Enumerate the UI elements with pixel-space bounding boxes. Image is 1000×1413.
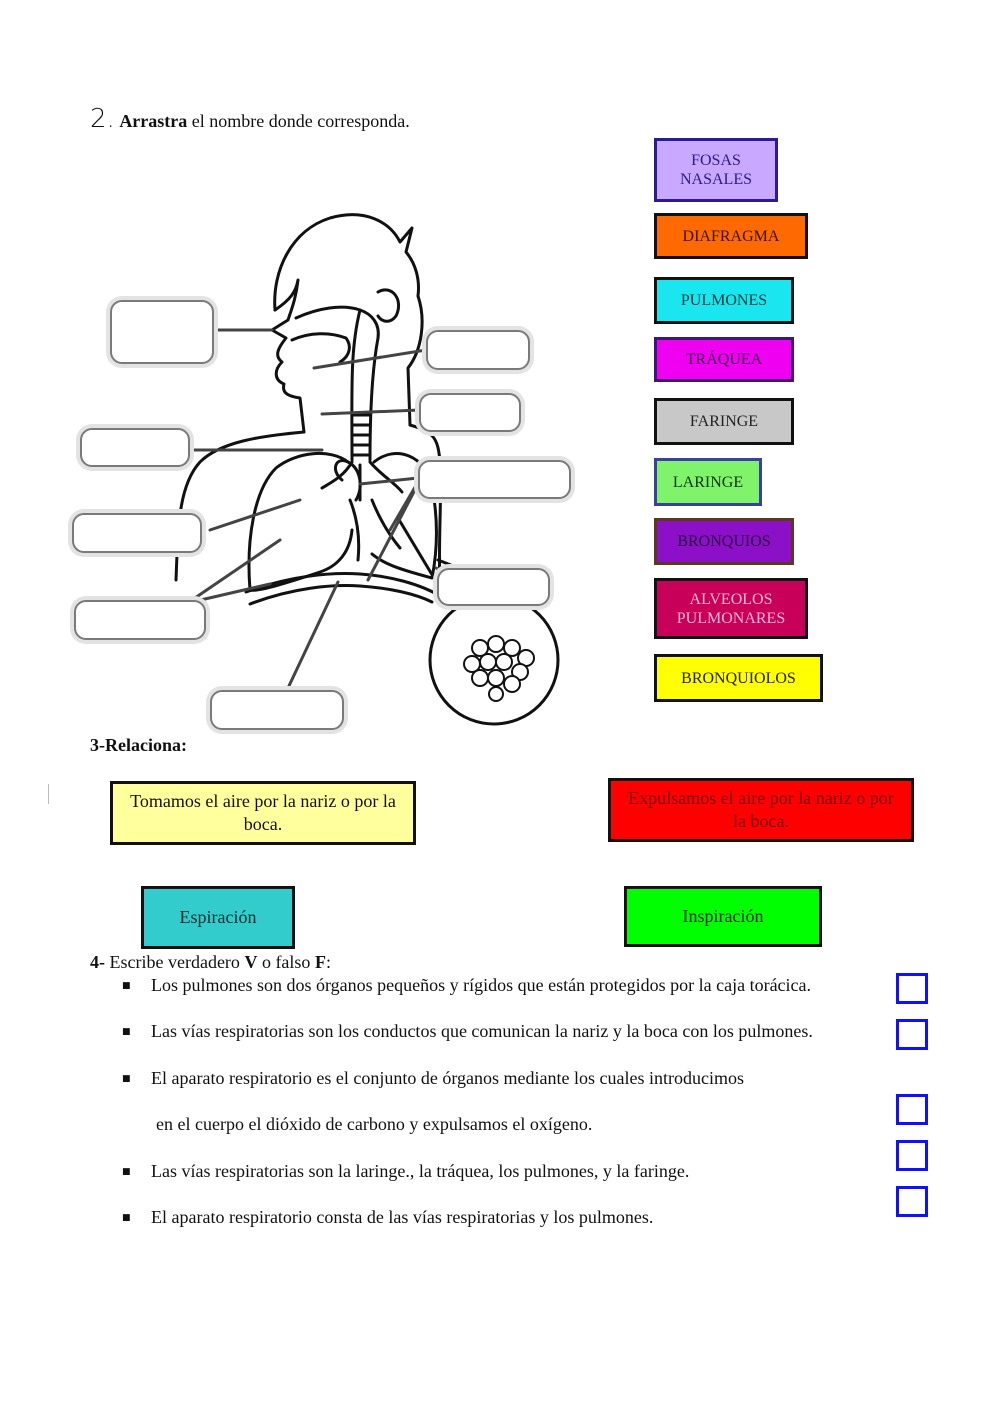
tile-bronquiolos[interactable]: BRONQUIOLOS — [654, 654, 823, 702]
heading-bold-word: Arrastra — [119, 111, 188, 131]
answer-box-1[interactable] — [896, 973, 928, 1004]
statement-text: Los pulmones son dos órganos pequeños y … — [151, 975, 812, 995]
bullet-icon: ■ — [122, 1026, 131, 1037]
statement-1: ■ Los pulmones son dos órganos pequeños … — [122, 975, 811, 996]
statement-3-continuation: en el cuerpo el dióxido de carbono y exp… — [156, 1114, 593, 1134]
drop-box-7[interactable] — [437, 568, 550, 606]
drop-box-2[interactable] — [426, 330, 530, 370]
tile-diafragma[interactable]: DIAFRAGMA — [654, 213, 808, 259]
drop-box-5[interactable] — [418, 460, 571, 499]
section-2-heading: 2. Arrastra el nombre donde corresponda. — [90, 104, 410, 134]
answer-box-2[interactable] — [896, 1019, 928, 1050]
relate-box-exhale-description[interactable]: Expulsamos el aire por la nariz o por la… — [608, 778, 914, 842]
statement-text: El aparato respiratorio consta de las ví… — [151, 1207, 654, 1227]
bullet-icon: ■ — [122, 980, 131, 991]
margin-mark — [48, 784, 49, 804]
letter-v: V — [244, 952, 258, 972]
relate-tile-inspiracion[interactable]: Inspiración — [624, 886, 822, 947]
heading-colon: : — [325, 952, 331, 972]
drop-box-9[interactable] — [210, 690, 344, 730]
section-number: 2. — [90, 104, 115, 134]
drop-box-3[interactable] — [419, 393, 521, 432]
heading-text-1: Escribe verdadero — [105, 952, 245, 972]
drop-box-6[interactable] — [72, 513, 202, 553]
tile-laringe[interactable]: LARINGE — [654, 458, 762, 506]
statement-4: ■ Las vías respiratorias son la laringe.… — [122, 1161, 689, 1182]
tile-traquea[interactable]: TRÁQUEA — [654, 337, 794, 382]
tile-fosas-nasales[interactable]: FOSAS NASALES — [654, 138, 778, 202]
statement-text: Las vías respiratorias son la laringe., … — [151, 1161, 690, 1181]
statement-text: El aparato respiratorio es el conjunto d… — [151, 1068, 744, 1088]
bullet-icon: ■ — [122, 1073, 131, 1084]
tile-alveolos-pulmonares[interactable]: ALVEOLOS PULMONARES — [654, 578, 808, 639]
answer-box-3[interactable] — [896, 1094, 928, 1125]
statement-text: Las vías respiratorias son los conductos… — [151, 1021, 813, 1041]
relate-box-inhale-description[interactable]: Tomamos el aire por la nariz o por la bo… — [110, 781, 416, 845]
section-3-title: 3-Relaciona: — [90, 735, 187, 755]
heading-text-2: o falso — [257, 952, 315, 972]
bullet-icon: ■ — [122, 1166, 131, 1177]
tile-bronquios[interactable]: BRONQUIOS — [654, 518, 794, 565]
statement-3: ■ El aparato respiratorio es el conjunto… — [122, 1068, 744, 1089]
answer-box-5[interactable] — [896, 1186, 928, 1217]
tile-faringe[interactable]: FARINGE — [654, 398, 794, 445]
statement-2: ■ Las vías respiratorias son los conduct… — [122, 1021, 813, 1042]
answer-box-4[interactable] — [896, 1140, 928, 1171]
letter-f: F — [314, 952, 326, 972]
drop-box-1[interactable] — [110, 300, 214, 364]
drop-box-4[interactable] — [80, 428, 190, 467]
tile-pulmones[interactable]: PULMONES — [654, 277, 794, 324]
section-4-number: 4- — [90, 952, 105, 972]
section-4-heading: 4- Escribe verdadero V o falso F: — [90, 952, 331, 973]
relate-tile-espiracion[interactable]: Espiración — [141, 886, 295, 949]
drop-box-8[interactable] — [74, 600, 206, 640]
statement-5: ■ El aparato respiratorio consta de las … — [122, 1207, 653, 1228]
bullet-icon: ■ — [122, 1212, 131, 1223]
heading-text: el nombre donde corresponda. — [187, 111, 410, 131]
